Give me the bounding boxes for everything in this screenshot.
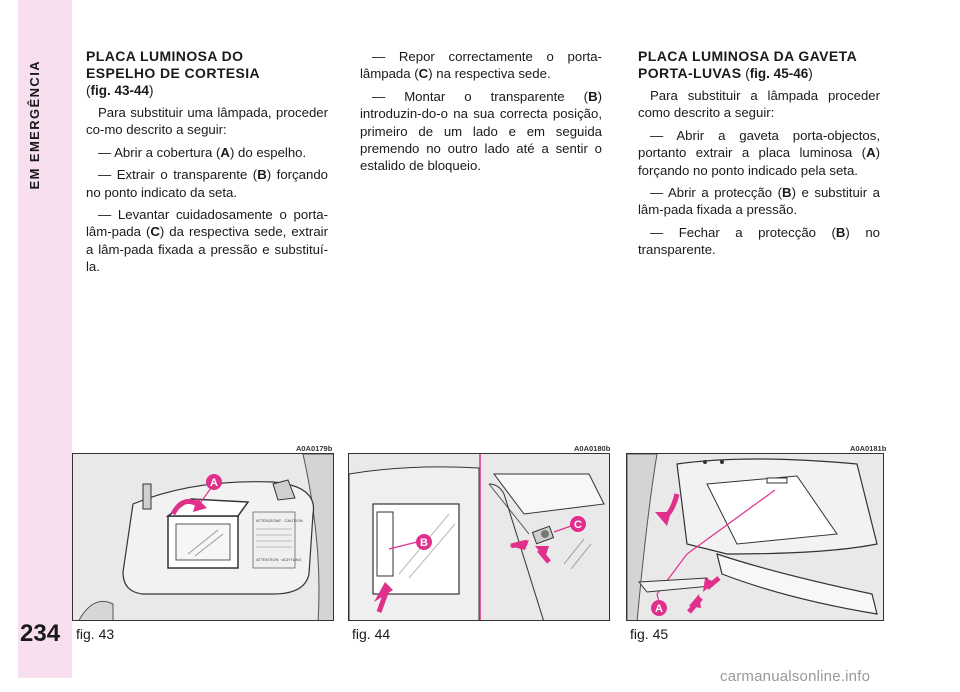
lamp-holder-drawing: B C bbox=[349, 454, 609, 620]
paragraph: — Abrir a protecção (B) e substituir a l… bbox=[638, 185, 880, 218]
text-column-3: PLACA LUMINOSA DA GAVETA PORTA-LUVAS (fi… bbox=[638, 48, 880, 259]
part-key: B bbox=[588, 88, 598, 104]
callout-label: B bbox=[420, 537, 428, 549]
paragraph: — Montar o transparente (B) introduzin-d… bbox=[360, 88, 602, 174]
section-heading: PLACA LUMINOSA DO ESPELHO DE CORTESIA (f… bbox=[86, 48, 261, 98]
figure-45-illustration: A bbox=[626, 453, 884, 621]
paragraph: — Levantar cuidadosamente o porta-lâm-pa… bbox=[86, 207, 328, 275]
sun-visor-drawing: ATTENZIONE · CAUTION ATTENTION · ACHTUNG… bbox=[73, 454, 333, 620]
figure-43-illustration: ATTENZIONE · CAUTION ATTENTION · ACHTUNG… bbox=[72, 453, 334, 621]
part-key: C bbox=[418, 66, 429, 82]
part-key: A bbox=[866, 145, 876, 161]
paragraph: — Fechar a protecção (B) no transparente… bbox=[638, 224, 880, 258]
callout-label: A bbox=[655, 603, 663, 615]
text-column-1: PLACA LUMINOSA DO ESPELHO DE CORTESIA (f… bbox=[86, 48, 328, 276]
paragraph: Para substituir uma lâmpada, proceder co… bbox=[86, 105, 328, 138]
figure-code: A0A0180b bbox=[574, 444, 611, 453]
figure-caption: fig. 45 bbox=[630, 626, 669, 642]
figure-44-illustration: B C bbox=[348, 453, 610, 621]
part-key: C bbox=[150, 224, 160, 240]
section-title: EM EMERGÊNCIA bbox=[27, 60, 42, 190]
warning-label-text: ATTENZIONE · CAUTION bbox=[256, 518, 303, 523]
section-sidebar bbox=[18, 0, 72, 678]
text-column-2: — Repor correctamente o porta-lâmpada (C… bbox=[360, 48, 602, 175]
section-heading: PLACA LUMINOSA DA GAVETA PORTA-LUVAS (fi… bbox=[638, 48, 858, 81]
warning-label-text: ATTENTION · ACHTUNG bbox=[256, 557, 301, 562]
callout-label: C bbox=[574, 519, 582, 531]
figure-caption: fig. 43 bbox=[76, 626, 115, 642]
part-key: B bbox=[782, 185, 792, 201]
paragraph: Para substituir a lâmpada proceder como … bbox=[638, 88, 880, 121]
part-key: A bbox=[220, 144, 230, 160]
paragraph: — Abrir a cobertura (A) do espelho. bbox=[98, 144, 307, 160]
part-key: B bbox=[257, 167, 267, 183]
figure-reference: fig. 43-44 bbox=[90, 83, 150, 98]
watermark-text: carmanualsonline.info bbox=[720, 668, 871, 685]
figure-code: A0A0179b bbox=[296, 444, 333, 453]
figure-code: A0A0181b bbox=[850, 444, 887, 453]
callout-label: A bbox=[210, 477, 218, 489]
paragraph: — Extrair o transparente (B) forçando no… bbox=[86, 167, 328, 200]
page-number: 234 bbox=[20, 620, 61, 647]
figure-reference: fig. 45-46 bbox=[749, 66, 809, 81]
part-key: B bbox=[835, 224, 846, 240]
glovebox-drawing: A bbox=[627, 454, 883, 620]
paragraph: — Abrir a gaveta porta-objectos, portant… bbox=[638, 127, 880, 178]
figure-caption: fig. 44 bbox=[352, 626, 391, 642]
paragraph: — Repor correctamente o porta-lâmpada (C… bbox=[360, 49, 602, 82]
